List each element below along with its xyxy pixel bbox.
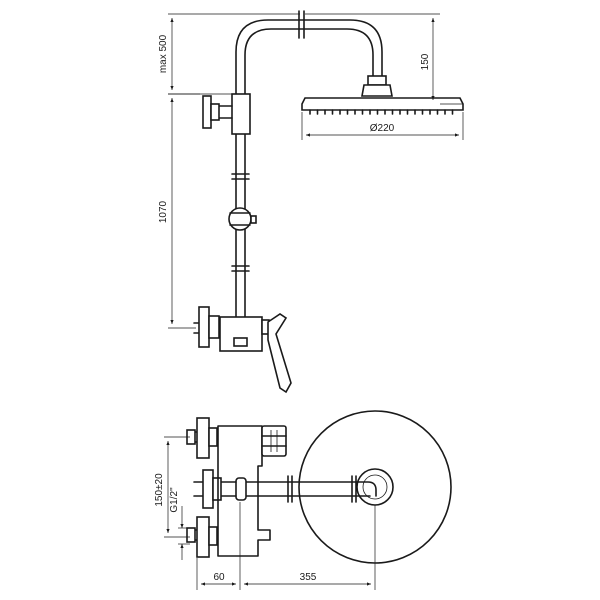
dim-arm-reach: 355 — [244, 505, 376, 590]
rain-shower-head — [301, 97, 464, 115]
label-max-height: max 500 — [158, 34, 169, 73]
upper-wall-bracket — [202, 93, 251, 135]
dim-thread: G1/2" — [169, 487, 190, 560]
label-riser-length: 1070 — [158, 200, 169, 223]
dim-inlet-spacing: 150±20 — [154, 436, 190, 538]
label-thread: G1/2" — [169, 487, 180, 513]
label-inlet-spacing: 150±20 — [154, 473, 165, 507]
plan-mixer-body — [217, 425, 287, 557]
plan-arm — [235, 475, 377, 503]
head-connector — [361, 75, 393, 97]
dim-max-height: max 500 — [158, 13, 300, 95]
label-wall-offset: 60 — [213, 572, 225, 583]
dim-riser-length: 1070 — [158, 93, 200, 329]
label-head-diameter: Ø220 — [370, 123, 395, 134]
dim-wall-offset: 60 — [196, 502, 241, 590]
dim-head-drop: 150 — [305, 13, 463, 105]
label-arm-reach: 355 — [300, 572, 317, 583]
label-head-drop: 150 — [420, 53, 431, 70]
mixer-valve — [193, 306, 292, 394]
top-inlet — [186, 417, 218, 459]
bottom-inlet — [186, 516, 218, 558]
slider-knob — [228, 207, 257, 231]
plan-view — [186, 410, 452, 564]
dim-head-diameter: Ø220 — [301, 112, 464, 140]
dimensions: max 500 150 Ø220 1070 150±20 — [154, 13, 464, 590]
shower-arm — [235, 10, 383, 101]
middle-fitting — [193, 469, 237, 509]
side-elevation-view — [193, 10, 464, 394]
